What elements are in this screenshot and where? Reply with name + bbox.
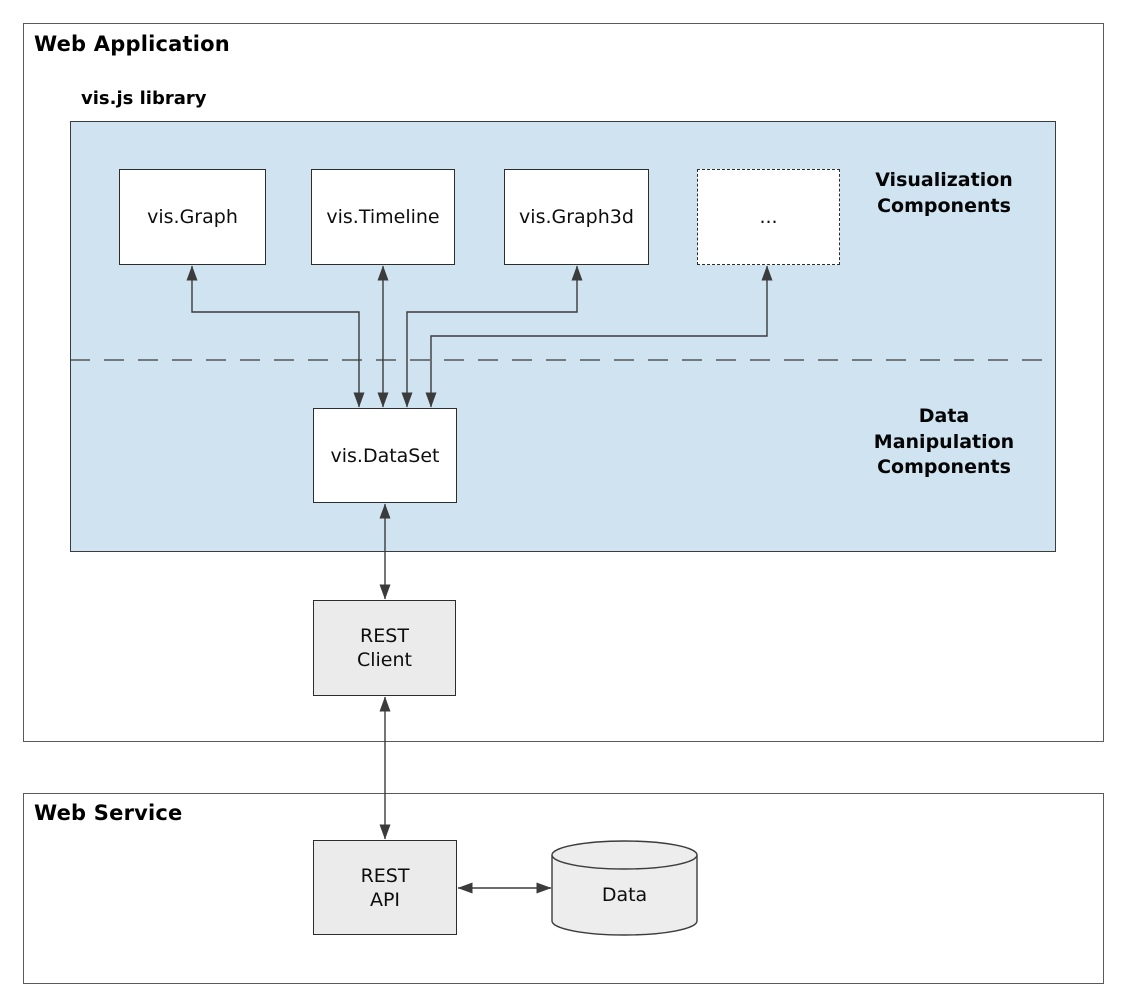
node-vis-timeline-label: vis.Timeline	[326, 206, 440, 228]
node-vis-graph: vis.Graph	[119, 169, 266, 265]
node-vis-graph3d-label: vis.Graph3d	[519, 206, 634, 228]
node-rest-client-label: REST Client	[356, 625, 412, 671]
node-vis-timeline: vis.Timeline	[311, 169, 455, 265]
visjs-library-label: vis.js library	[81, 88, 207, 109]
node-vis-dataset: vis.DataSet	[313, 408, 457, 503]
data-manipulation-components-label: Data Manipulation Components	[873, 405, 1015, 478]
visualization-components-label: Visualization Components	[875, 169, 1013, 217]
node-vis-graph3d: vis.Graph3d	[504, 169, 649, 265]
node-vis-dataset-label: vis.DataSet	[330, 444, 440, 467]
node-more-components: ...	[697, 169, 840, 265]
node-more-components-label: ...	[759, 206, 778, 228]
web-service-title: Web Service	[34, 801, 183, 825]
database-label: Data	[601, 884, 648, 906]
node-rest-client: REST Client	[313, 600, 456, 696]
node-rest-api: REST API	[313, 840, 457, 935]
node-vis-graph-label: vis.Graph	[147, 206, 238, 228]
web-application-title: Web Application	[34, 32, 230, 56]
node-rest-api-label: REST API	[360, 864, 410, 911]
